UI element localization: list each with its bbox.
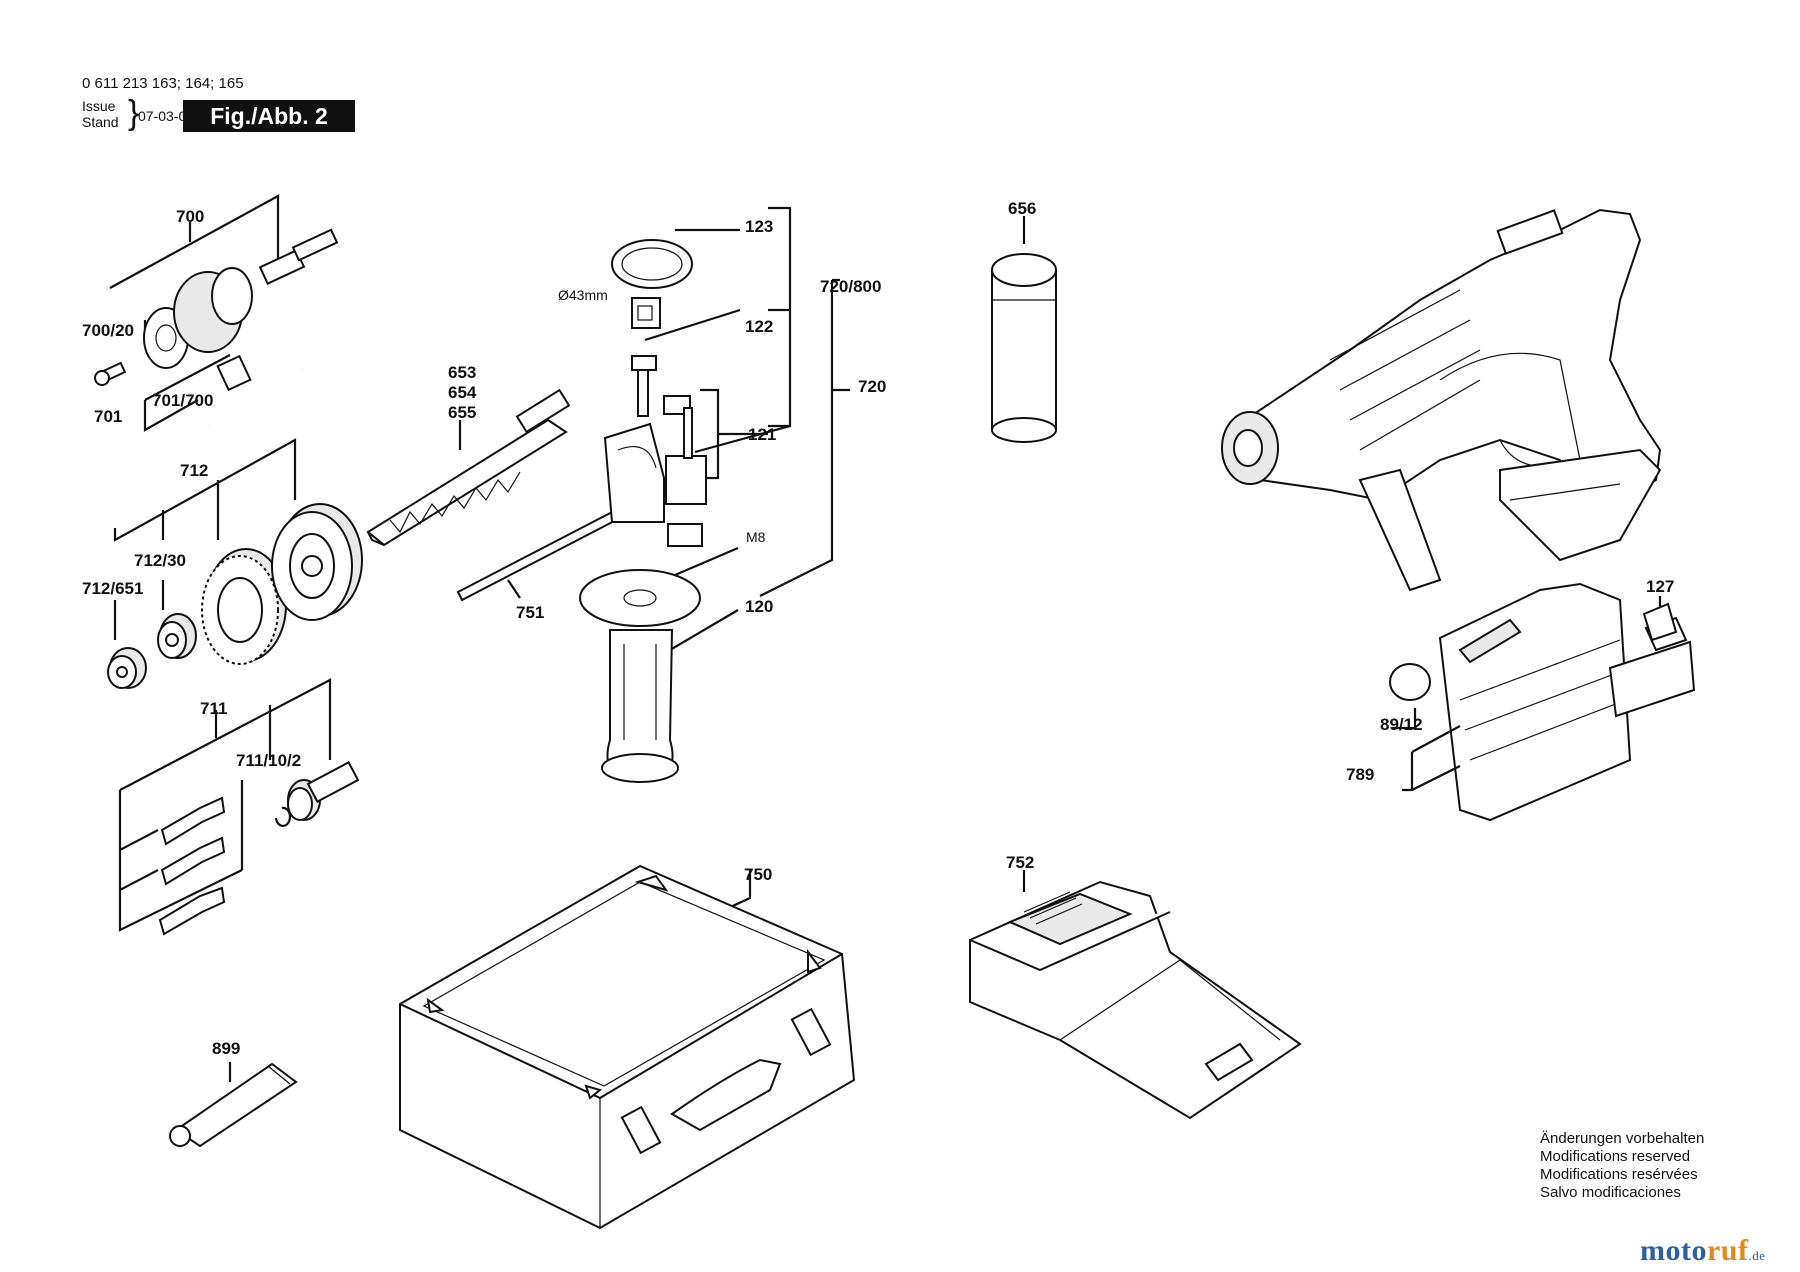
label-700-20: 700/20 [82,321,134,340]
label-899: 899 [212,1039,240,1058]
label-120: 120 [745,597,773,616]
label-712: 712 [180,461,208,480]
chuck-key-icon [209,354,303,428]
modification-notes: Änderungen vorbehalten Modifications res… [1540,1130,1704,1202]
logo-part1: moto [1640,1234,1707,1267]
flange-group [107,438,363,689]
dust-cylinder-icon [991,216,1057,443]
label-89-12: 89/12 [1380,715,1423,734]
m8-annotation: M8 [746,529,766,545]
slotted-bit-icon [158,886,226,936]
note-es: Salvo modificaciones [1540,1184,1681,1201]
issue-stand-label: Issue Stand [82,98,119,130]
figure-label: Fig./Abb. 2 [183,100,355,132]
model-code: 0 611 213 163; 164; 165 [82,75,244,92]
label-712-30: 712/30 [134,551,186,570]
label-653: 653 [448,363,476,382]
label-127: 127 [1646,577,1674,596]
label-123: 123 [745,217,773,236]
logo-part2: ruf [1706,1234,1749,1267]
label-plate-icon [1642,596,1678,642]
label-711-10-2: 711/10/2 [236,751,301,770]
issue-label: Issue [82,98,116,114]
label-789: 789 [1346,765,1374,784]
toothed-ring-icon [201,548,287,665]
logo-suffix: .de [1748,1248,1766,1263]
label-122: 122 [745,317,773,336]
note-en: Modifications reserved [1540,1148,1691,1165]
chuck-group [94,194,339,432]
label-121: 121 [748,425,776,444]
phillips-bit-icon [160,796,226,846]
label-700: 700 [176,207,204,226]
sds-adapter-icon [258,228,339,285]
label-751: 751 [516,603,544,622]
pozidriv-bit-icon [160,836,226,886]
issue-date: 07-03-02 [138,108,195,124]
drill-bit-icon [366,388,571,547]
clamp-screw-icon [631,355,657,417]
label-701-700: 701/700 [152,391,213,410]
carry-case-icon [399,864,856,1230]
screw-icon [94,361,127,386]
label-711: 711 [200,699,227,718]
handle-clamp-body-icon [603,395,707,547]
diameter-annotation: Ø43mm [558,287,608,303]
brace-glyph: } [128,94,140,132]
handle-grip-icon [579,569,701,783]
retaining-ring-icon [274,806,291,827]
label-750: 750 [744,865,772,884]
label-656: 656 [1008,199,1036,218]
drill-chuck-icon [143,267,253,369]
dust-protection-disc-icon [271,503,363,621]
label-752: 752 [1006,853,1034,872]
label-720-800: 720/800 [820,277,881,296]
auxiliary-handle-group [579,206,850,783]
clamp-band-icon [611,239,693,329]
label-720: 720 [858,377,886,396]
note-de: Änderungen vorbehalten [1540,1130,1705,1147]
label-701: 701 [94,407,122,426]
battery-charger-icon [969,870,1302,1120]
label-655: 655 [448,403,476,422]
rotary-hammer-icon [1221,208,1662,592]
motoruf-logo[interactable]: motoruf.de [1640,1234,1766,1268]
bit-holder-icon [287,761,360,821]
grease-tube-icon [169,1062,298,1148]
note-fr: Modifications resérvées [1540,1166,1698,1183]
stand-label: Stand [82,114,119,130]
collar-ring-icon [107,647,147,689]
bushing-icon [157,613,197,659]
screwdriver-bits-group [118,678,360,936]
label-712-651: 712/651 [82,579,143,598]
label-654: 654 [448,383,477,402]
